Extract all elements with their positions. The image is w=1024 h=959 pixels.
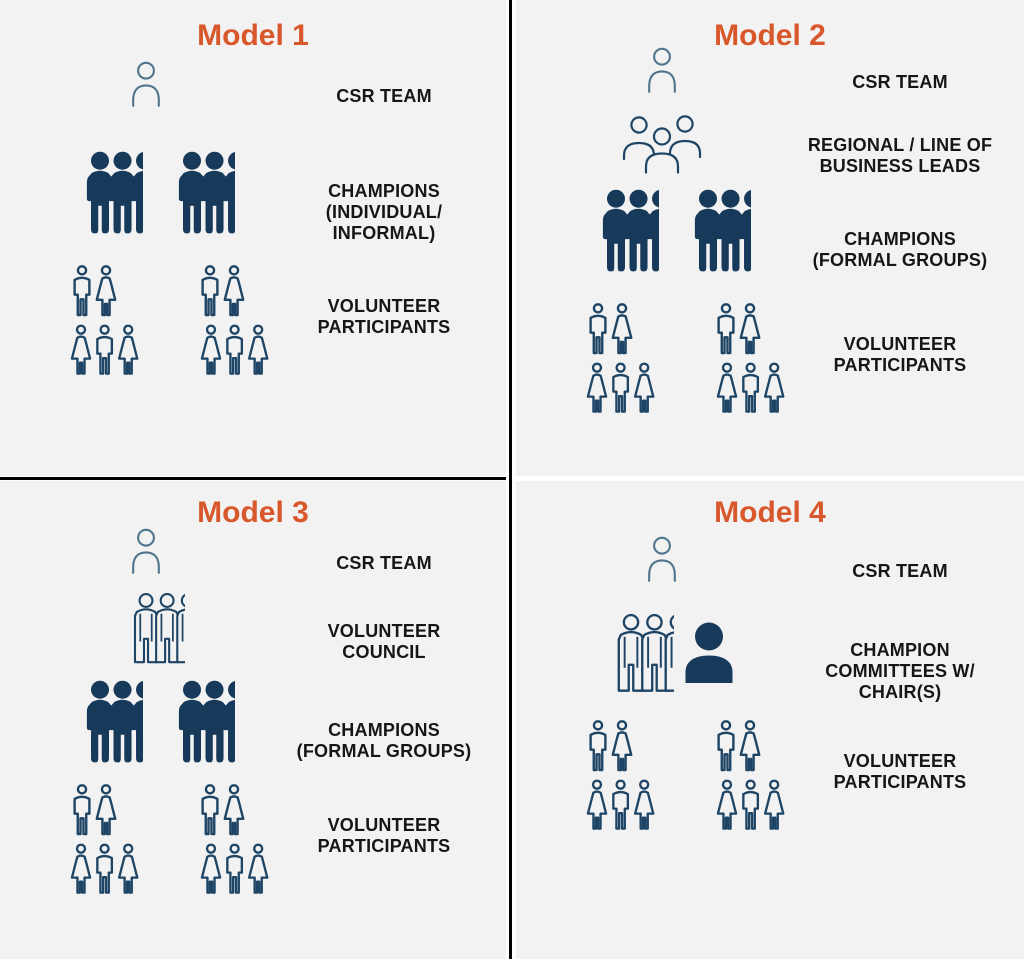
person-bust-outline-icon [127, 60, 165, 108]
woman-man-woman-man-woman-icons [152, 841, 270, 897]
volunteers-bottom-row [22, 841, 270, 897]
model-2-row-volunteers: VOLUNTEER PARTICIPANTS [516, 302, 1024, 416]
model-4-panel: Model 4 CSR TEAM CHAMPION COMMITTEES W/ … [516, 481, 1024, 959]
csr-team-label: CSR TEAM [336, 552, 432, 573]
model-1-row-volunteers: VOLUNTEER PARTICIPANTS [0, 264, 506, 378]
woman-man-woman-man-woman-icons [22, 322, 140, 378]
man-woman-man-icons [690, 719, 762, 773]
people-trio-solid-icon [149, 679, 235, 767]
volunteers-bottom-row [22, 322, 270, 378]
woman-man-woman-man-woman-icons [22, 841, 140, 897]
model-1-panel: Model 1 CSR TEAM CHAMPIONS (INDIVIDUAL/ … [0, 0, 506, 476]
people-trio-solid-icon [573, 188, 659, 276]
csr-team-icon-group [516, 46, 794, 94]
champions-icon-group [0, 679, 278, 767]
model-2-row-csr-team: CSR TEAM [516, 46, 1024, 94]
volunteers-bottom-row [538, 360, 786, 416]
people-trio-solid-icon [665, 188, 751, 276]
model-4-row-champion-committees: CHAMPION COMMITTEES W/ CHAIR(S) [516, 613, 1024, 702]
volunteers-icon-group [0, 264, 278, 378]
man-woman-man-icons [562, 719, 634, 773]
csr-team-icon-group [0, 527, 278, 575]
regional-leads-label: REGIONAL / LINE OF BUSINESS LEADS [807, 135, 993, 176]
volunteers-top-row [46, 264, 246, 318]
people-trio-standing-outline-icon [588, 613, 674, 697]
volunteers-icon-group [516, 302, 794, 416]
man-woman-man-icons [174, 264, 246, 318]
model-2-row-regional-leads: REGIONAL / LINE OF BUSINESS LEADS [516, 114, 1024, 176]
model-4-row-csr-team: CSR TEAM [516, 535, 1024, 583]
volunteers-label: VOLUNTEER PARTICIPANTS [833, 751, 967, 792]
people-trio-solid-icon [57, 150, 143, 238]
volunteers-icon-group [0, 783, 278, 897]
woman-man-woman-man-woman-icons [668, 777, 786, 833]
model-1-row-champions: CHAMPIONS (INDIVIDUAL/ INFORMAL) [0, 150, 506, 243]
model-3-title: Model 3 [197, 496, 309, 529]
man-woman-man-icons [46, 264, 118, 318]
woman-man-woman-man-woman-icons [538, 360, 656, 416]
volunteers-label: VOLUNTEER PARTICIPANTS [317, 296, 451, 337]
champion-committees-icon-group [516, 613, 794, 697]
regional-leads-icon-group [516, 114, 794, 174]
volunteers-icon-group [516, 719, 794, 833]
champions-label: CHAMPIONS (FORMAL GROUPS) [812, 229, 988, 270]
woman-man-woman-man-woman-icons [152, 322, 270, 378]
volunteers-top-row [562, 719, 762, 773]
csr-team-icon-group [516, 535, 794, 583]
man-woman-man-icons [690, 302, 762, 356]
quadrant-divider-horizontal [0, 477, 506, 480]
csr-team-label: CSR TEAM [852, 71, 948, 92]
csr-team-label: CSR TEAM [336, 85, 432, 106]
volunteers-label: VOLUNTEER PARTICIPANTS [317, 815, 451, 856]
person-bust-outline-icon [643, 46, 681, 94]
model-4-row-volunteers: VOLUNTEER PARTICIPANTS [516, 719, 1024, 833]
man-woman-man-icons [46, 783, 118, 837]
people-trio-solid-icon [57, 679, 143, 767]
volunteers-top-row [46, 783, 246, 837]
csr-team-icon-group [0, 60, 278, 108]
model-1-row-csr-team: CSR TEAM [0, 60, 506, 108]
man-woman-man-icons [174, 783, 246, 837]
volunteer-council-icon-group [0, 593, 278, 667]
model-2-row-champions: CHAMPIONS (FORMAL GROUPS) [516, 188, 1024, 276]
csr-team-label: CSR TEAM [852, 560, 948, 581]
woman-man-woman-man-woman-icons [538, 777, 656, 833]
model-3-row-volunteer-council: VOLUNTEER COUNCIL [0, 593, 506, 667]
model-3-row-champions: CHAMPIONS (FORMAL GROUPS) [0, 679, 506, 767]
woman-man-woman-man-woman-icons [668, 360, 786, 416]
model-1-title: Model 1 [197, 19, 309, 52]
volunteer-council-label: VOLUNTEER COUNCIL [327, 621, 441, 662]
people-trio-bust-outline-icon [618, 114, 706, 174]
model-3-row-csr-team: CSR TEAM [0, 527, 506, 575]
model-4-title: Model 4 [714, 496, 826, 529]
champions-icon-group [0, 150, 278, 238]
chair-person-bust-solid-icon [682, 621, 736, 683]
people-trio-solid-icon [149, 150, 235, 238]
model-3-row-volunteers: VOLUNTEER PARTICIPANTS [0, 783, 506, 897]
man-woman-man-icons [562, 302, 634, 356]
people-trio-standing-outline-icon [107, 593, 185, 667]
champions-icon-group [516, 188, 794, 276]
champions-label: CHAMPIONS (FORMAL GROUPS) [296, 720, 472, 761]
person-bust-outline-icon [643, 535, 681, 583]
person-bust-outline-icon [127, 527, 165, 575]
quadrant-divider-vertical [509, 0, 512, 959]
volunteers-bottom-row [538, 777, 786, 833]
model-2-panel: Model 2 CSR TEAM REGIONAL / LINE OF BUSI… [516, 0, 1024, 476]
model-2-title: Model 2 [714, 19, 826, 52]
model-3-panel: Model 3 CSR TEAM VOLUNTEER COUNCIL CHAMP… [0, 481, 506, 959]
volunteers-top-row [562, 302, 762, 356]
champion-committees-label: CHAMPION COMMITTEES W/ CHAIR(S) [825, 639, 975, 702]
champions-label: CHAMPIONS (INDIVIDUAL/ INFORMAL) [325, 180, 443, 243]
volunteers-label: VOLUNTEER PARTICIPANTS [833, 334, 967, 375]
